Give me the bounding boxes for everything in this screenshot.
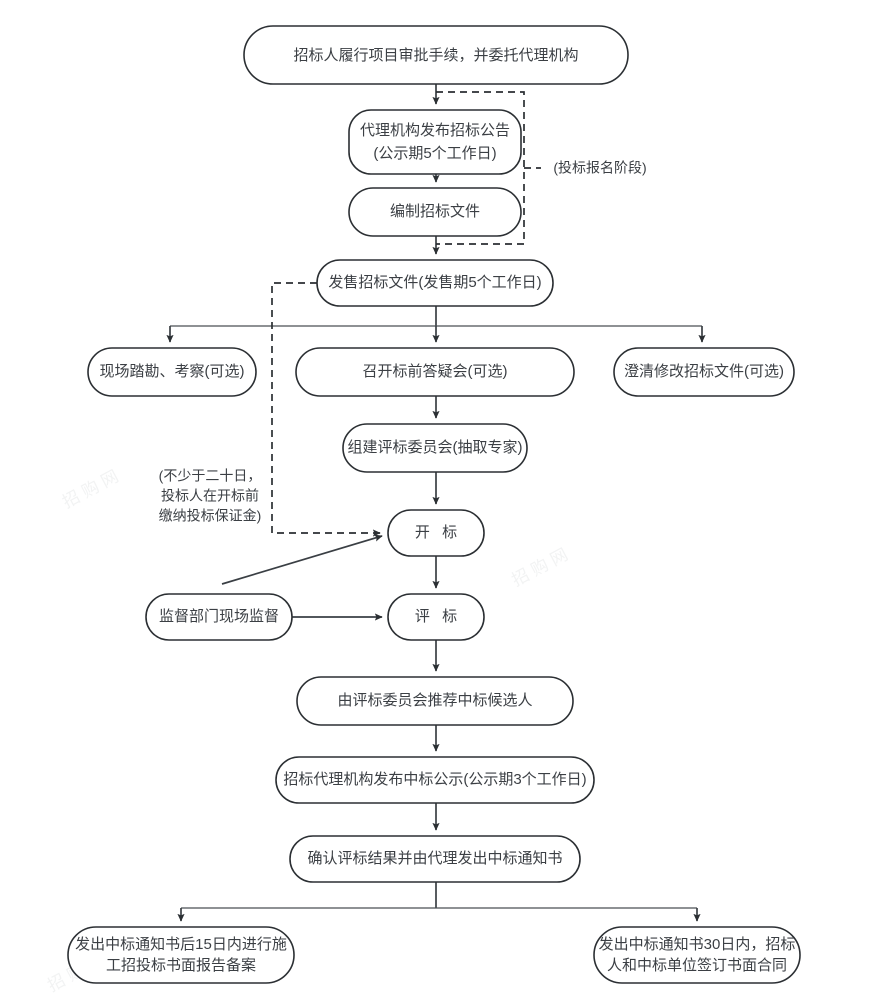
node-shape[interactable] [593,926,801,984]
node-shape[interactable] [145,593,293,641]
annotations-layer: (投标报名阶段) (不少于二十日， 投标人在开标前 缴纳投标保证金) [159,160,647,524]
node-label-line2: 工招投标书面报告备案 [106,956,256,974]
node-label: 招标人履行项目审批手续，并委托代理机构 [293,47,578,64]
annotation-bid-registration-stage: (投标报名阶段) [553,160,646,176]
node-shape[interactable] [316,259,554,307]
node-shape[interactable] [348,109,522,175]
node-label: 监督部门现场监督 [159,608,279,625]
annotation-deposit-note: (不少于二十日， 投标人在开标前 缴纳投标保证金) [159,468,262,524]
node-pre-bid-qa-meeting[interactable]: 召开标前答疑会(可选) [295,347,575,397]
node-shape[interactable] [243,25,629,85]
annotation-line2: 投标人在开标前 [161,488,259,504]
node-label-line2: (公示期5个工作日) [373,145,496,162]
annotation-line3: 缴纳投标保证金) [159,508,262,524]
watermark-text: 招 购 网 [59,467,121,512]
annotation-line1: (不少于二十日， [159,468,262,484]
node-publish-winning-notice[interactable]: 招标代理机构发布中标公示(公示期3个工作日) [275,756,595,804]
node-shape[interactable] [275,756,595,804]
node-label-line1: 发出中标通知书后15日内进行施 [75,936,287,953]
node-label: 发售招标文件(发售期5个工作日) [328,274,541,291]
node-label-line2: 人和中标单位签订书面合同 [607,957,787,974]
node-bid-evaluation[interactable]: 评 标 [387,593,485,641]
edge-n11-n9 [221,534,383,585]
edge-deposit-bracket [271,282,381,537]
node-label: 召开标前答疑会(可选) [363,363,508,380]
node-sign-contract-30-days[interactable]: 发出中标通知书30日内，招标 人和中标单位签订书面合同 [593,926,801,984]
node-label: 招标代理机构发布中标公示(公示期3个工作日) [283,771,586,788]
node-site-survey[interactable]: 现场踏勘、考察(可选) [87,347,257,397]
node-prepare-tender-documents[interactable]: 编制招标文件 [348,187,522,237]
node-file-report-15-days[interactable]: 发出中标通知书后15日内进行施 工招投标书面报告备案 [67,926,295,984]
node-label: 澄清修改招标文件(可选) [624,363,784,380]
node-form-evaluation-committee[interactable]: 组建评标委员会(抽取专家) [342,423,528,473]
node-label: 由评标委员会推荐中标候选人 [337,692,532,709]
node-confirm-and-issue-award[interactable]: 确认评标结果并由代理发出中标通知书 [289,835,581,883]
node-shape[interactable] [295,347,575,397]
edges-layer [166,84,706,922]
node-bid-opening[interactable]: 开 标 [387,509,485,557]
node-label: 现场踏勘、考察(可选) [100,362,245,380]
node-supervision-department[interactable]: 监督部门现场监督 [145,593,293,641]
node-shape[interactable] [296,676,574,726]
node-tenderee-approval[interactable]: 招标人履行项目审批手续，并委托代理机构 [243,25,629,85]
node-agency-publish-announcement[interactable]: 代理机构发布招标公告 (公示期5个工作日) [348,109,522,175]
node-shape[interactable] [387,593,485,641]
node-shape[interactable] [87,347,257,397]
node-label: 开 标 [415,524,461,541]
node-clarify-amend-documents[interactable]: 澄清修改招标文件(可选) [613,347,795,397]
node-shape[interactable] [289,835,581,883]
node-label: 确认评标结果并由代理发出中标通知书 [307,850,562,867]
node-label: 组建评标委员会(抽取专家) [348,439,523,456]
node-shape[interactable] [67,926,295,984]
watermark-group: 招 购 网 招 购 网 招 购 网 [45,467,571,996]
node-shape[interactable] [387,509,485,557]
node-label: 编制招标文件 [390,203,480,220]
node-shape[interactable] [342,423,528,473]
node-shape[interactable] [613,347,795,397]
node-shape[interactable] [348,187,522,237]
watermark-text: 招 购 网 [509,545,571,590]
node-recommend-candidates[interactable]: 由评标委员会推荐中标候选人 [296,676,574,726]
node-label: 评 标 [415,608,461,625]
node-sell-tender-documents[interactable]: 发售招标文件(发售期5个工作日) [316,259,554,307]
node-label-line1: 发出中标通知书30日内，招标 [599,936,796,953]
node-label-line1: 代理机构发布招标公告 [360,122,510,139]
nodes-layer: 招标人履行项目审批手续，并委托代理机构 代理机构发布招标公告 (公示期5个工作日… [67,25,801,984]
